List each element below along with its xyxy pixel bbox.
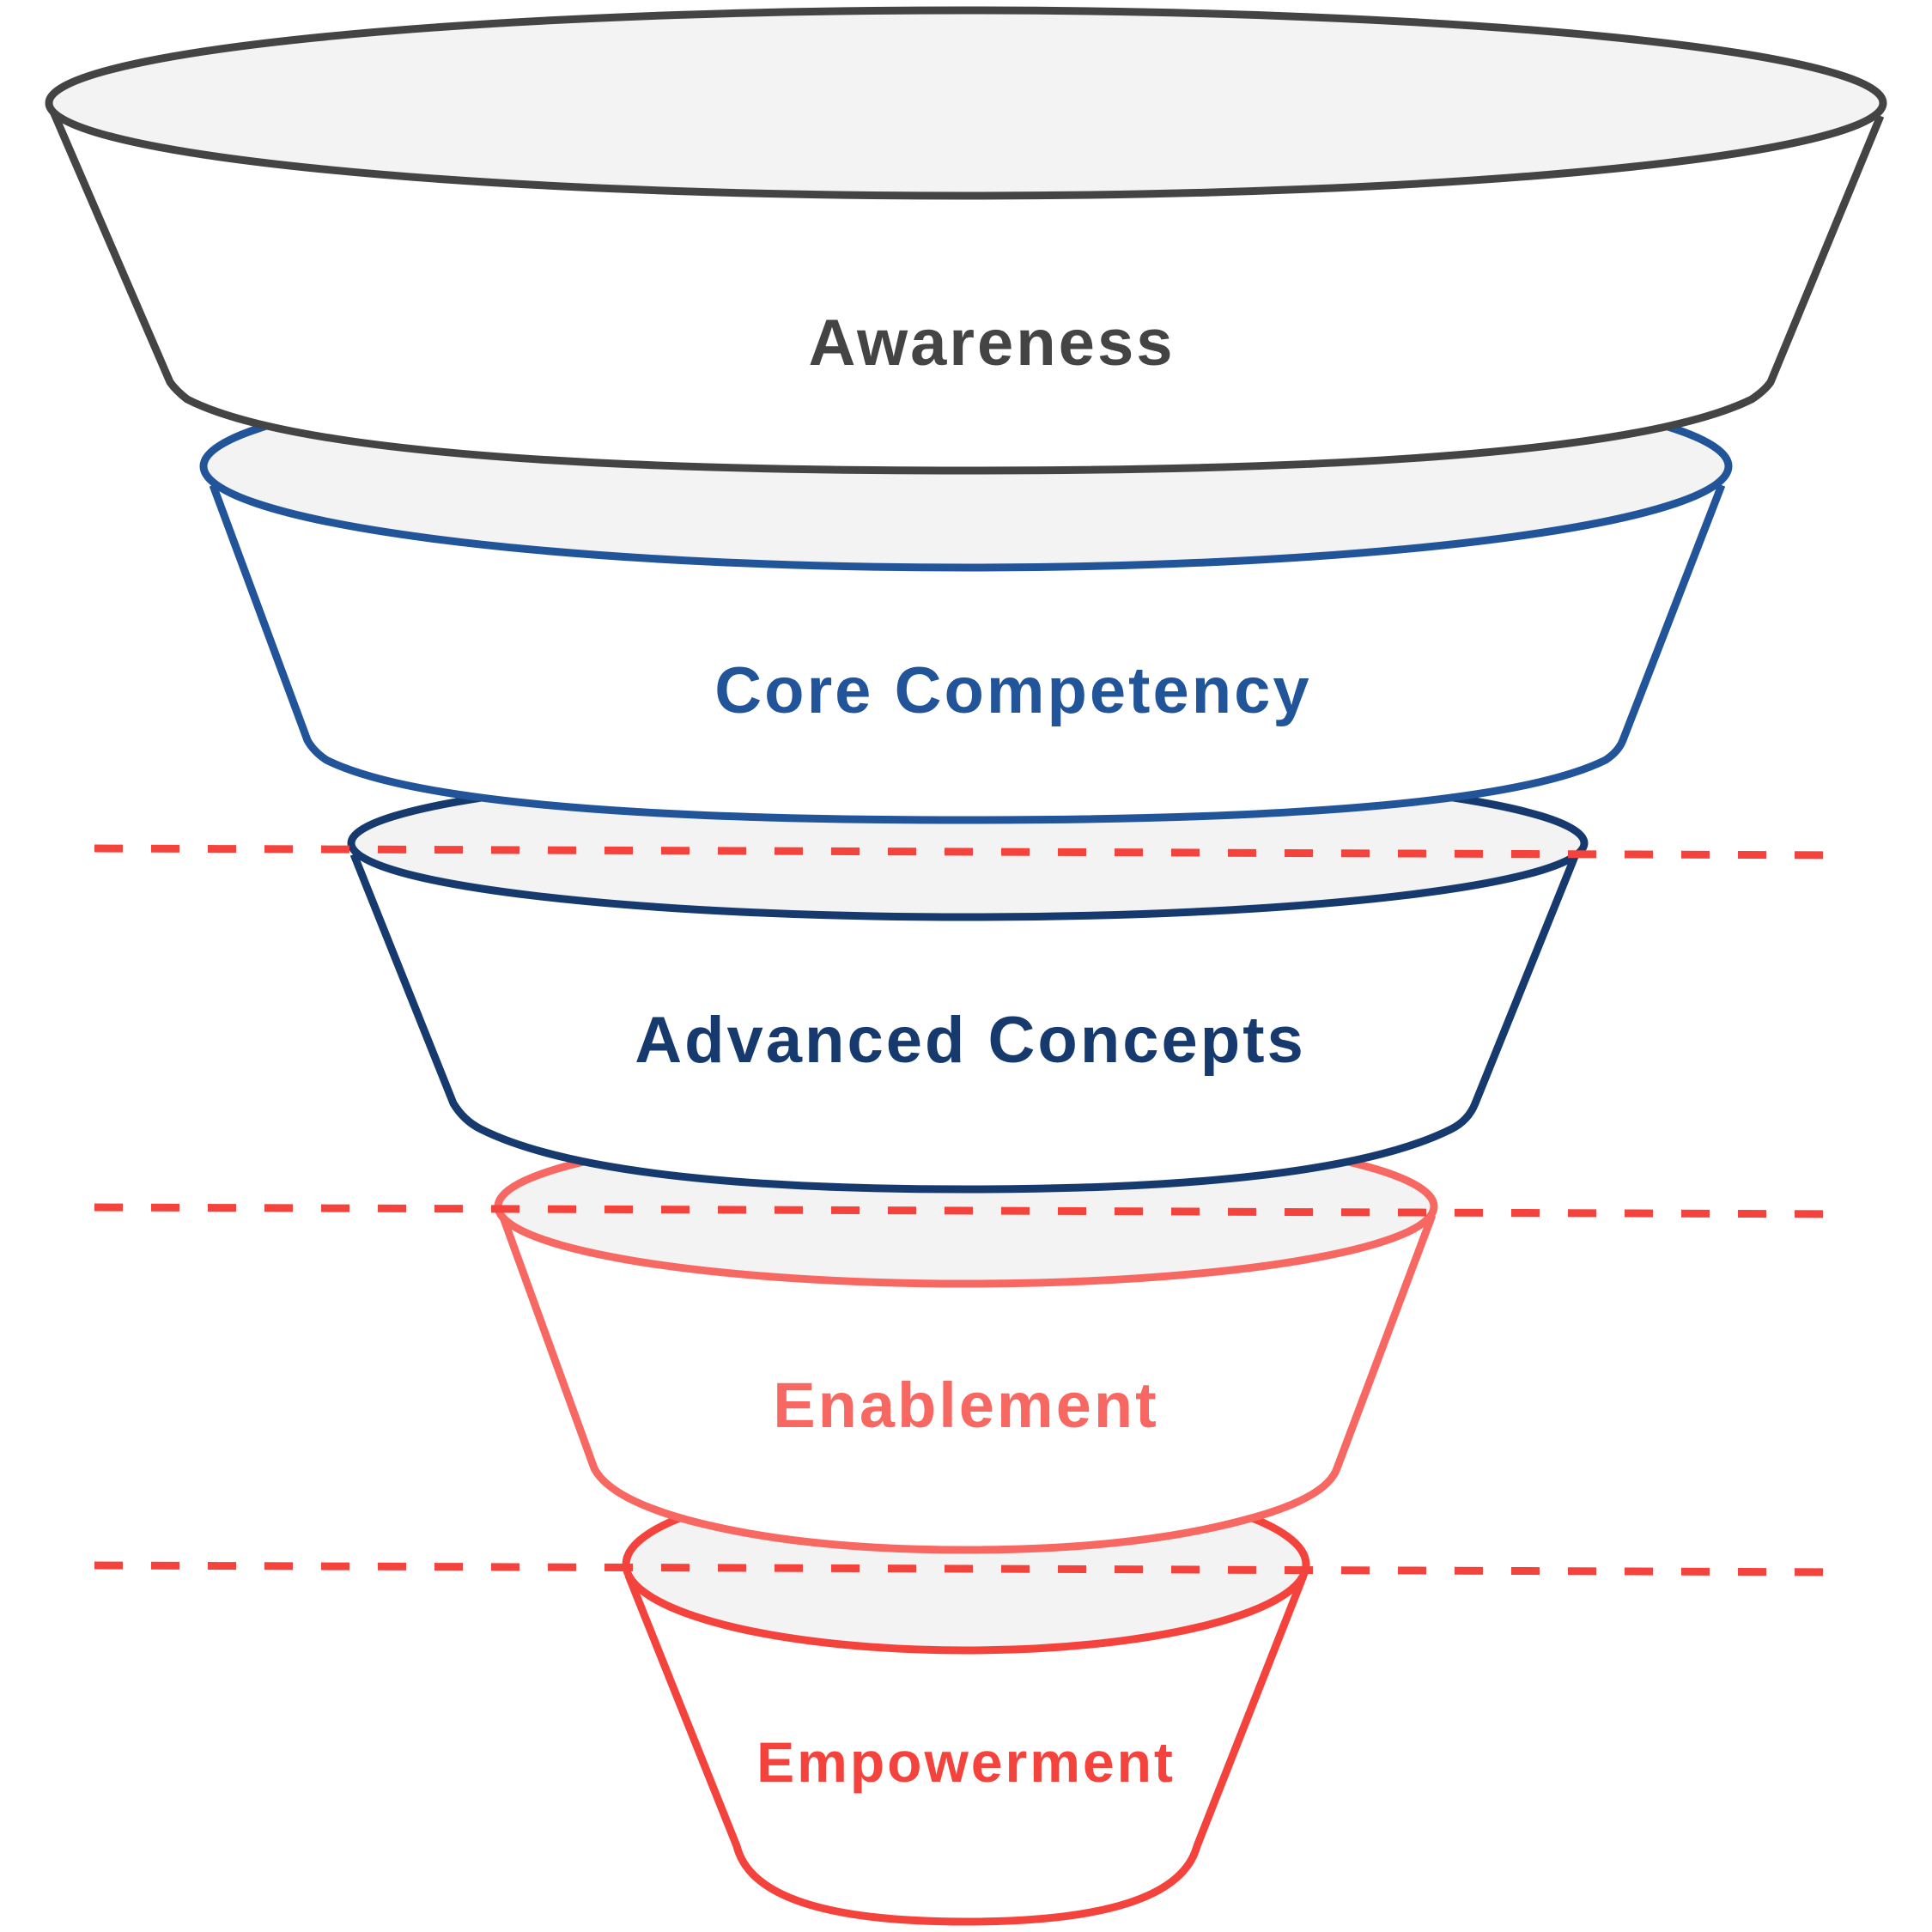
stage-body	[209, 483, 1726, 824]
stage-body	[624, 1574, 1308, 1926]
stage-body	[498, 1213, 1437, 1554]
divider-line	[94, 1203, 1843, 1218]
stage-rim	[45, 6, 1887, 200]
divider-line	[94, 844, 1843, 860]
stage-label: Core Competency	[714, 654, 1311, 727]
stage-label: Empowerment	[756, 1730, 1176, 1794]
stage-body	[49, 110, 1885, 475]
stage-label: Awareness	[809, 307, 1176, 380]
divider-line	[94, 1561, 1843, 1577]
stage-advanced-concepts: Advanced Concepts	[347, 765, 1589, 1194]
stage-label: Advanced Concepts	[635, 1004, 1306, 1077]
stage-awareness: Awareness	[45, 6, 1887, 475]
stage-body	[349, 853, 1580, 1194]
stage-label: Enablement	[773, 1370, 1158, 1441]
divider-lines	[94, 844, 1843, 1577]
